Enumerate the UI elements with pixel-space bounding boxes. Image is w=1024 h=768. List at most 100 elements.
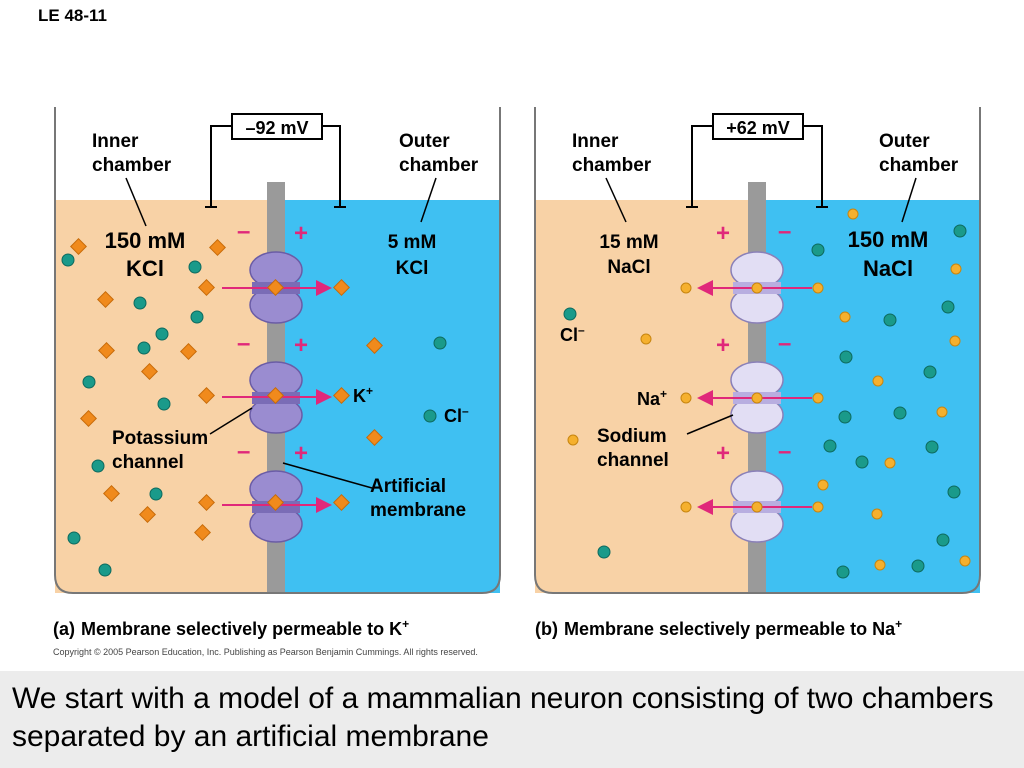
chloride-ion: [149, 487, 163, 501]
sodium-ion: [680, 501, 692, 513]
chloride-ion: [883, 313, 897, 327]
inner-conc-a: 150 mM: [105, 228, 186, 253]
plus-sign: +: [294, 332, 308, 359]
chloride-ion: [855, 455, 869, 469]
sodium-ion: [812, 282, 824, 294]
chloride-ion: [157, 397, 171, 411]
channel-label-b-2: channel: [597, 450, 669, 471]
sodium-ion: [751, 501, 763, 513]
potassium-channel: [249, 361, 303, 434]
inner-salt-b: NaCl: [607, 257, 650, 278]
chloride-ion: [91, 459, 105, 473]
sodium-channel: [730, 251, 784, 324]
potassium-ion: [333, 494, 350, 511]
chloride-ion: [838, 410, 852, 424]
chloride-ion: [953, 224, 967, 238]
channel-label-a-2: channel: [112, 452, 184, 473]
sodium-ion: [751, 392, 763, 404]
cation-label-b: Na+: [637, 387, 667, 409]
voltmeter-wire-right-a: [322, 125, 341, 206]
sodium-ion: [680, 392, 692, 404]
copyright-notice: Copyright © 2005 Pearson Education, Inc.…: [53, 647, 478, 657]
outer-leader-a: [420, 177, 437, 223]
sodium-ion: [949, 335, 961, 347]
outer-chamber-label-a-2: chamber: [399, 155, 479, 176]
chloride-ion: [563, 307, 577, 321]
voltmeter-box-a: [231, 113, 323, 140]
sodium-ion: [640, 333, 652, 345]
chloride-ion: [925, 440, 939, 454]
chloride-ion: [155, 327, 169, 341]
outer-chamber-label-a-1: Outer: [399, 131, 450, 152]
chloride-ion: [941, 300, 955, 314]
minus-sign: –: [237, 330, 250, 357]
potassium-ion: [198, 279, 215, 296]
plus-sign: +: [716, 440, 730, 467]
outer-conc-b: 150 mM: [848, 227, 929, 252]
potassium-ion: [333, 387, 350, 404]
sodium-ion: [812, 392, 824, 404]
chloride-ion: [133, 296, 147, 310]
sodium-channel: [730, 361, 784, 434]
voltage-b: +62 mV: [726, 118, 790, 138]
potassium-ion: [209, 239, 226, 256]
potassium-ion: [198, 494, 215, 511]
chloride-ion: [893, 406, 907, 420]
channel-leader-a: [209, 407, 253, 435]
chloride-ion: [811, 243, 825, 257]
anion-label-b: Cl–: [560, 323, 585, 345]
chloride-ion: [423, 409, 437, 423]
voltmeter-wire-right-b: [803, 125, 823, 206]
caption-bar: [0, 671, 1024, 768]
chloride-ion: [923, 365, 937, 379]
potassium-ion: [103, 485, 120, 502]
channel-label-a-1: Potassium: [112, 428, 208, 449]
chloride-ion: [936, 533, 950, 547]
potassium-ion: [97, 291, 114, 308]
caption-b: (b)Membrane selectively permeable to Na+: [535, 617, 902, 639]
slide-label: LE 48-11: [38, 6, 107, 25]
minus-sign: –: [778, 438, 791, 465]
potassium-ion: [141, 363, 158, 380]
sodium-ion: [751, 282, 763, 294]
potassium-ion: [70, 238, 87, 255]
inner-leader-b: [605, 177, 627, 223]
chloride-ion: [67, 531, 81, 545]
sodium-ion: [936, 406, 948, 418]
inner-salt-a: KCl: [126, 256, 164, 281]
sodium-ion: [812, 501, 824, 513]
voltmeter-wire-left-b: [691, 125, 713, 206]
chloride-ion: [911, 559, 925, 573]
caption-a: (a)Membrane selectively permeable to K+: [53, 617, 409, 639]
outer-chamber-label-b-1: Outer: [879, 131, 930, 152]
chloride-ion: [137, 341, 151, 355]
sodium-ion: [884, 457, 896, 469]
chloride-ion: [82, 375, 96, 389]
chloride-ion: [947, 485, 961, 499]
outer-salt-b: NaCl: [863, 256, 913, 281]
potassium-ion: [366, 429, 383, 446]
plus-sign: +: [294, 220, 308, 247]
chloride-ion: [823, 439, 837, 453]
chloride-ion: [190, 310, 204, 324]
sodium-ion: [680, 282, 692, 294]
outer-fluid-b: [766, 200, 980, 593]
inner-leader-a: [125, 177, 147, 227]
panel-a: –92 mV Inner chamber Outer chamber 150 m…: [53, 107, 501, 639]
inner-chamber-label-b-2: chamber: [572, 155, 652, 176]
sodium-ion: [872, 375, 884, 387]
beaker-a: [54, 107, 501, 594]
potassium-ion: [180, 343, 197, 360]
chloride-ion: [98, 563, 112, 577]
outer-leader-b: [901, 177, 917, 223]
plus-sign: +: [716, 332, 730, 359]
potassium-ion: [98, 342, 115, 359]
channel-label-b-1: Sodium: [597, 426, 667, 447]
sodium-ion: [817, 479, 829, 491]
potassium-ion: [198, 387, 215, 404]
sodium-ion: [847, 208, 859, 220]
chloride-ion: [61, 253, 75, 267]
inner-chamber-label-a-2: chamber: [92, 155, 172, 176]
membrane-label-a-1: Artificial: [370, 476, 446, 497]
chloride-ion: [188, 260, 202, 274]
